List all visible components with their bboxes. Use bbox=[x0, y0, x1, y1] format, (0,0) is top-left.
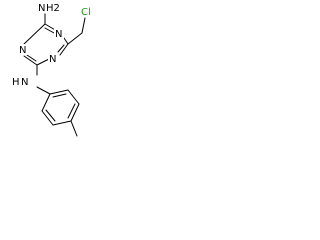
chlorine-label: Cl bbox=[81, 7, 91, 18]
bond-c4-ch2 bbox=[67, 32, 83, 45]
ring-n5-bg bbox=[48, 53, 58, 64]
bond-n1-c2 bbox=[23, 23, 46, 45]
bonds bbox=[23, 13, 86, 137]
bond-ph-5-6-inner bbox=[45, 109, 56, 122]
bond-ph-1-2-inner bbox=[52, 93, 67, 98]
bond-c6-n1-inner bbox=[26, 54, 37, 62]
bond-ph-methyl bbox=[70, 120, 78, 137]
bond-ph-1-2 bbox=[49, 89, 69, 95]
ring-n1-label: N bbox=[19, 45, 26, 56]
bond-ch2-cl bbox=[81, 17, 86, 34]
chemical-structure: N H2 N N N Cl H N bbox=[12, 3, 91, 137]
ring-n5-label: N bbox=[49, 54, 56, 65]
anilino-h-label: H bbox=[12, 77, 20, 88]
bond-n5-c6 bbox=[36, 58, 50, 66]
bond-ph-3-4 bbox=[70, 103, 80, 122]
bond-c2-n3-inner bbox=[44, 27, 55, 34]
bond-ph-2-3 bbox=[67, 89, 80, 105]
anilino-n-label: N bbox=[21, 77, 28, 88]
bond-ph-6-1 bbox=[41, 93, 51, 112]
ring-n1-bg bbox=[18, 44, 28, 55]
amino-h2-label: H2 bbox=[46, 3, 60, 14]
ring-n3-bg bbox=[54, 28, 64, 39]
ring-n3-label: N bbox=[55, 29, 62, 40]
bond-c4-n5 bbox=[59, 43, 69, 56]
bond-ph-3-4-inner bbox=[67, 103, 76, 119]
bond-ph-4-5 bbox=[52, 120, 72, 126]
bond-c6-n1 bbox=[23, 55, 38, 66]
amino-n-label: N bbox=[38, 3, 45, 14]
bond-ph-5-6 bbox=[41, 110, 54, 126]
atom-labels: N H2 N N N Cl H N bbox=[12, 3, 91, 88]
bond-c4-n5-inner bbox=[57, 44, 65, 53]
bond-nh-phenyl bbox=[36, 86, 51, 95]
